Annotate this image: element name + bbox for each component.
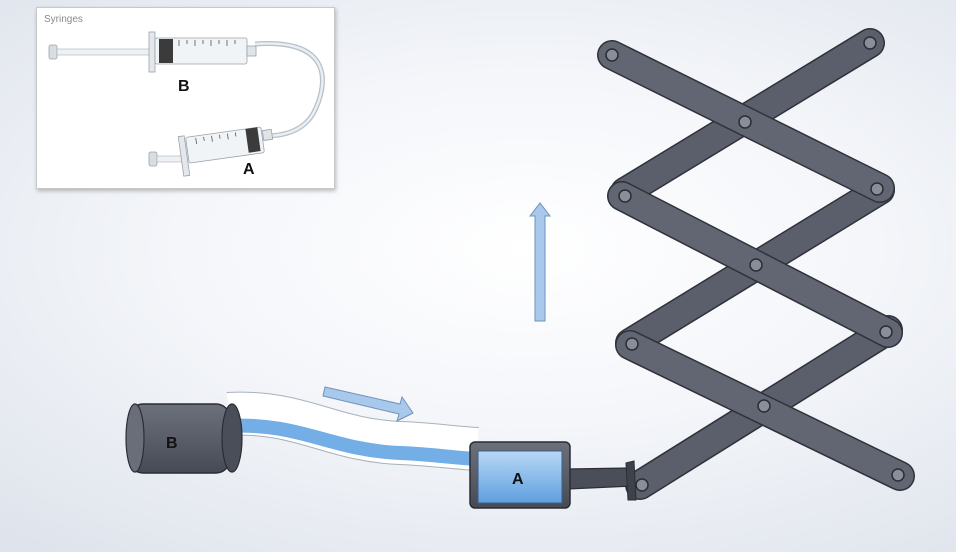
fluid-tube xyxy=(226,391,480,471)
syringe-a-label: A xyxy=(243,161,255,178)
cylinder-b: B xyxy=(125,403,243,474)
syringe-a-icon xyxy=(148,126,274,177)
cylinder-a-label: A xyxy=(512,471,524,488)
inset-title: Syringes xyxy=(44,14,83,25)
flow-arrow-icon xyxy=(322,386,414,422)
pivot-holes xyxy=(605,36,905,492)
lift-arrow-up-icon xyxy=(528,202,552,322)
cylinder-b-label: B xyxy=(166,435,178,452)
syringes-photo-inset: Syringes B A xyxy=(36,7,335,189)
syringe-b-label: B xyxy=(178,78,190,95)
syringe-b-icon xyxy=(48,31,257,73)
scissor-linkage xyxy=(597,28,915,500)
syringes-illustration xyxy=(48,31,325,177)
piston-rod xyxy=(567,460,637,501)
cylinder-a: A xyxy=(469,441,571,509)
